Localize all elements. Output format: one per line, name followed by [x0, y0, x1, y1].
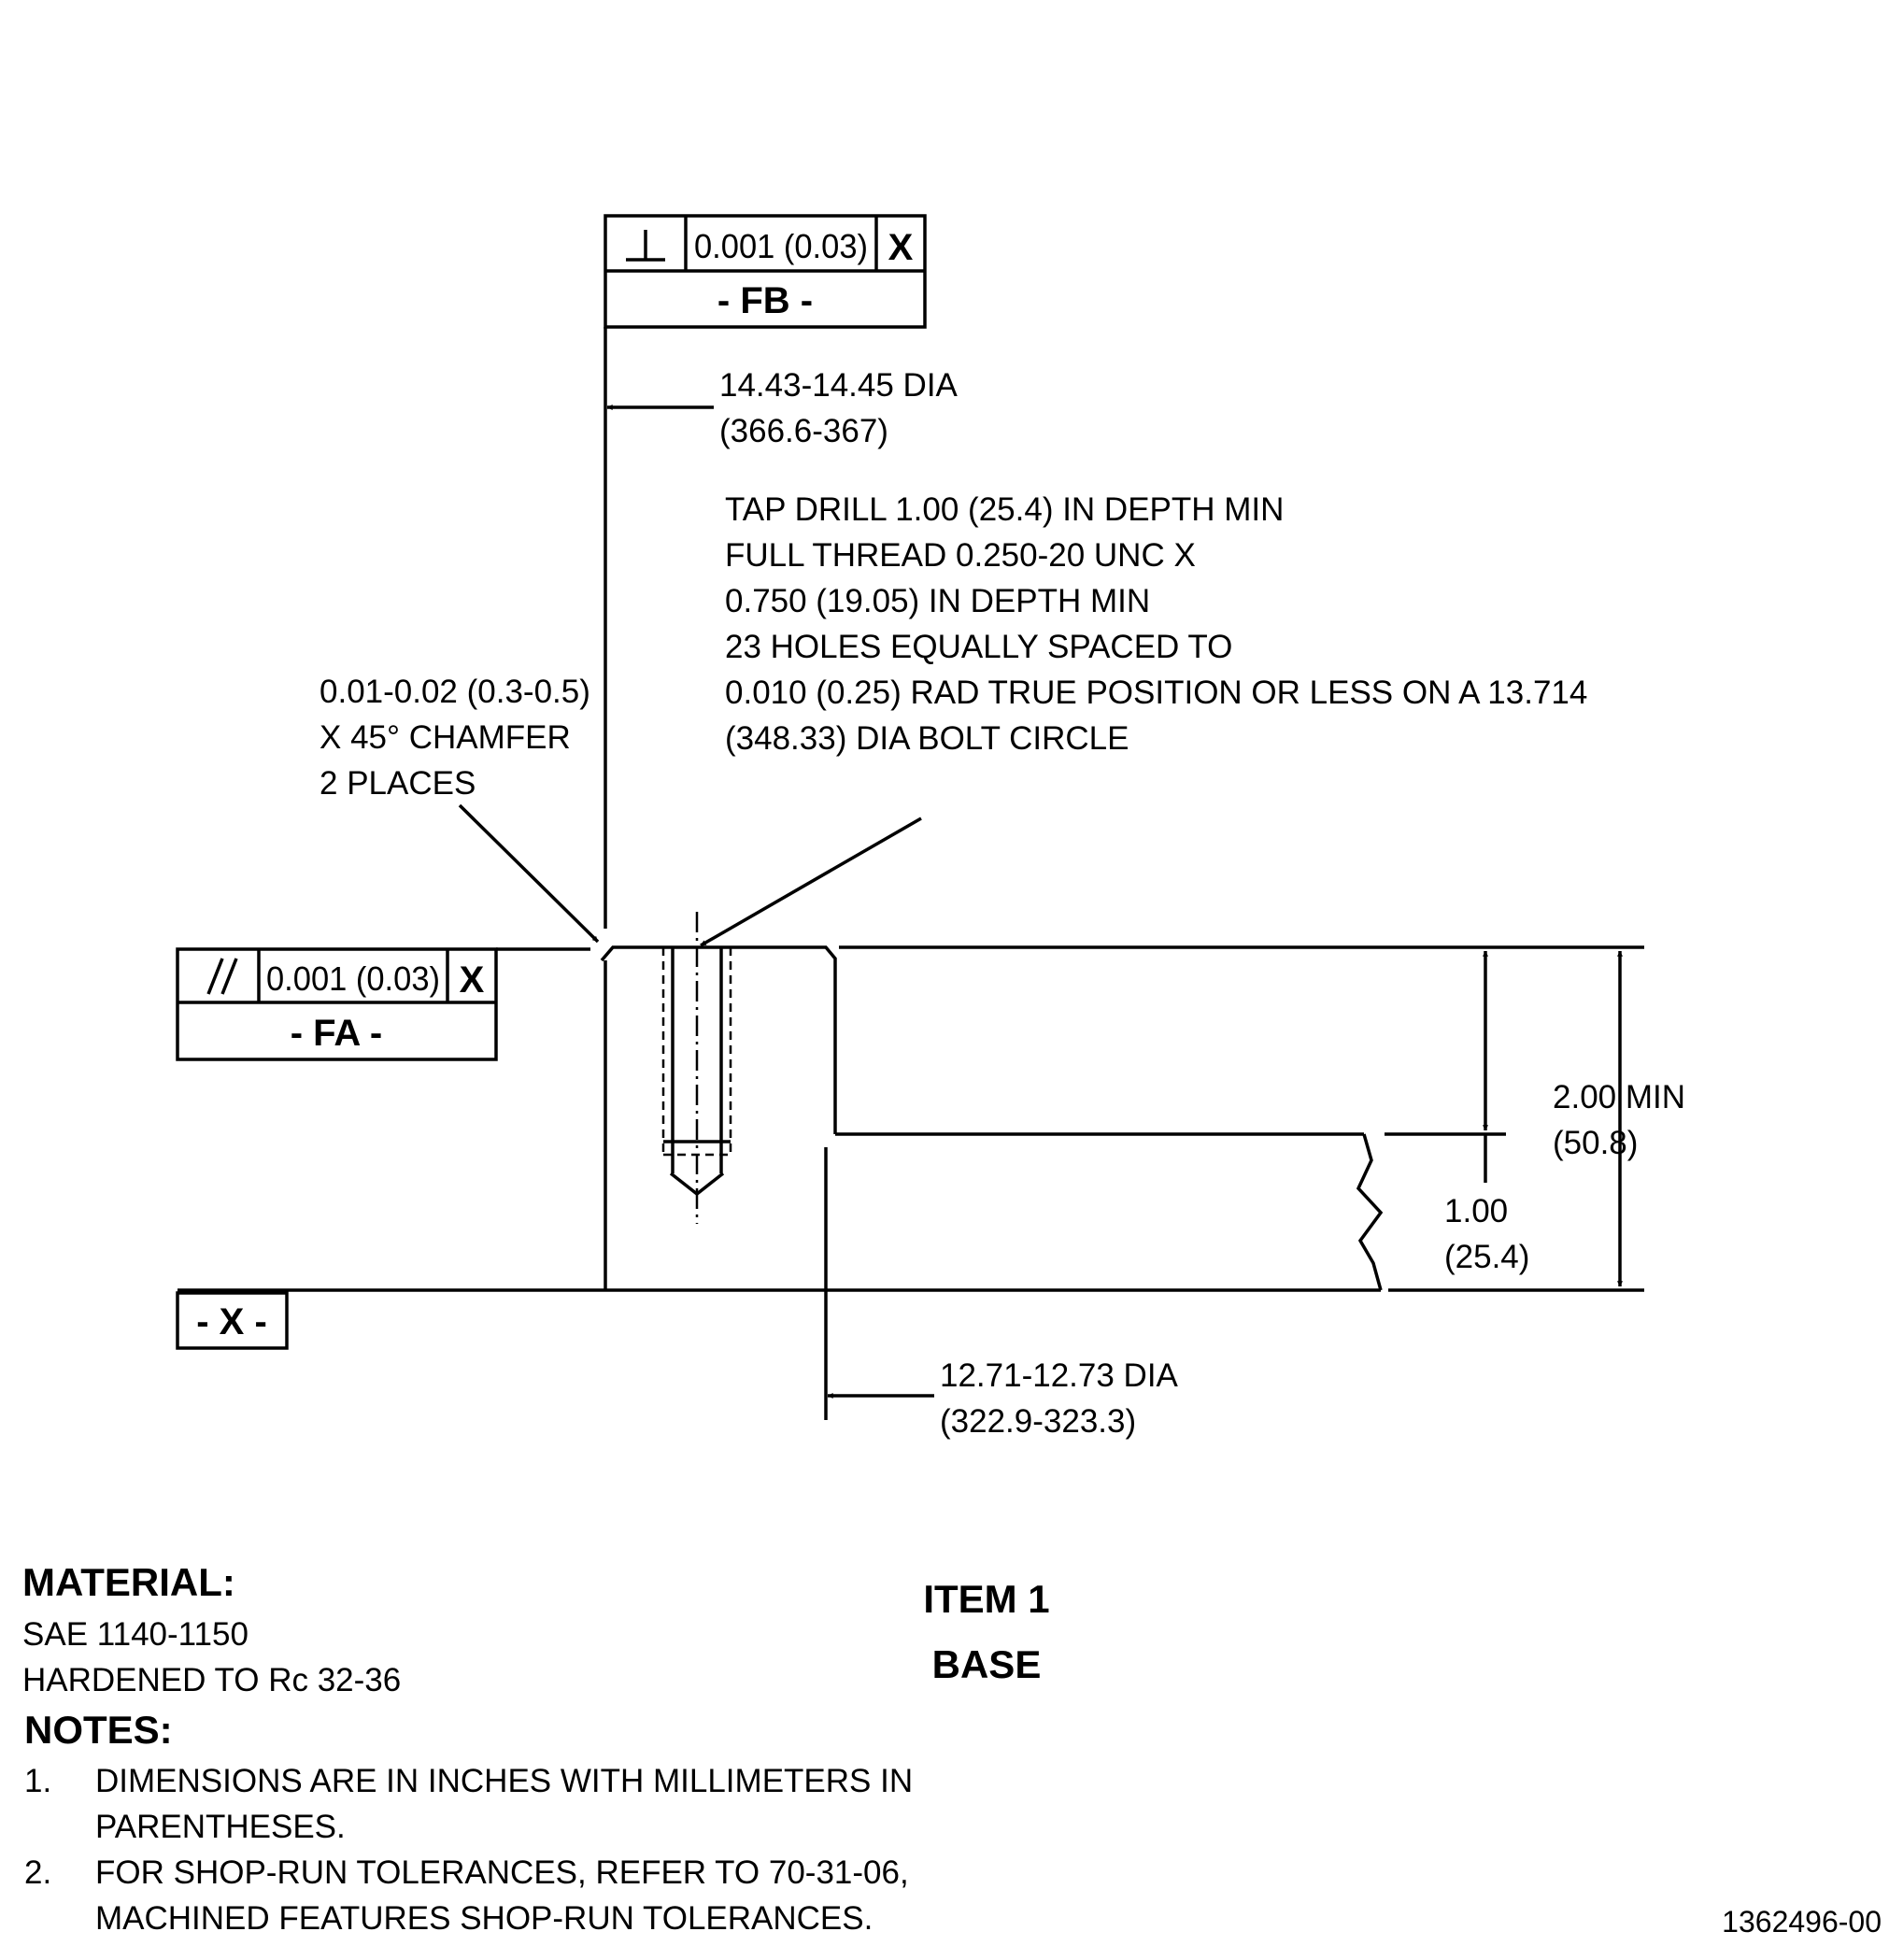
tap-drill-note: TAP DRILL 1.00 (25.4) IN DEPTH MIN FULL …: [725, 491, 1587, 757]
outer-dia-line-1: 14.43-14.45 DIA: [719, 367, 959, 404]
item-label: ITEM 1 BASE: [923, 1577, 1049, 1686]
datum-fb-label: - FB -: [717, 280, 813, 321]
material-block: MATERIAL: SAE 1140-1150 HARDENED TO Rc 3…: [22, 1560, 401, 1698]
note-line: FOR SHOP-RUN TOLERANCES, REFER TO 70-31-…: [95, 1854, 909, 1891]
note-number: 1.: [24, 1763, 51, 1799]
drawing-number: 1362496-00: [1722, 1905, 1882, 1939]
svg-text:0.010 (0.25) RAD TRUE POSITION: 0.010 (0.25) RAD TRUE POSITION OR LESS O…: [725, 675, 1587, 711]
fcf-fa-tolerance: 0.001 (0.03): [266, 959, 440, 998]
notes-block: NOTES: 1. DIMENSIONS ARE IN INCHES WITH …: [24, 1708, 913, 1937]
tap-drill-leader: [700, 817, 922, 947]
note-line: PARENTHESES.: [95, 1809, 346, 1845]
step-height-line-2: (25.4): [1444, 1239, 1529, 1275]
material-heading: MATERIAL:: [22, 1560, 235, 1604]
total-height-line-1: 2.00 MIN: [1553, 1079, 1685, 1115]
parallelism-symbol-icon: [206, 958, 238, 995]
item-name: BASE: [932, 1642, 1042, 1686]
fcf-fb-datum-ref: X: [888, 227, 914, 268]
inner-dia-line-2: (322.9-323.3): [940, 1403, 1136, 1440]
chamfer-note: 0.01-0.02 (0.3-0.5) X 45° CHAMFER 2 PLAC…: [320, 674, 590, 802]
outer-dia-line-2: (366.6-367): [719, 413, 888, 449]
step-height-line-1: 1.00: [1444, 1193, 1508, 1229]
svg-text:23 HOLES EQUALLY SPACED TO: 23 HOLES EQUALLY SPACED TO: [725, 629, 1232, 665]
break-line: [1356, 1133, 1384, 1291]
material-line: SAE 1140-1150: [22, 1616, 249, 1653]
notes-heading: NOTES:: [24, 1708, 173, 1752]
total-height-line-2: (50.8): [1553, 1125, 1638, 1161]
fcf-fa-datum-ref: X: [460, 959, 485, 1001]
svg-text:0.01-0.02 (0.3-0.5): 0.01-0.02 (0.3-0.5): [320, 674, 590, 710]
svg-text:0.750 (19.05) IN DEPTH MIN: 0.750 (19.05) IN DEPTH MIN: [725, 583, 1150, 619]
note-number: 2.: [24, 1854, 51, 1891]
part-section: [592, 945, 1644, 1420]
feature-control-frame-fb: 0.001 (0.03) X - FB -: [604, 214, 927, 329]
inner-dia-line-1: 12.71-12.73 DIA: [940, 1357, 1179, 1394]
datum-x-frame: - X -: [176, 1291, 289, 1350]
svg-text:2 PLACES: 2 PLACES: [320, 765, 476, 802]
item-number: ITEM 1: [923, 1577, 1049, 1621]
perpendicularity-symbol-icon: [626, 230, 665, 262]
svg-text:FULL THREAD 0.250-20 UNC X: FULL THREAD 0.250-20 UNC X: [725, 537, 1196, 574]
tapped-hole: [661, 912, 732, 1224]
fcf-fb-tolerance: 0.001 (0.03): [694, 227, 868, 265]
svg-text:(348.33) DIA BOLT CIRCLE: (348.33) DIA BOLT CIRCLE: [725, 720, 1129, 757]
svg-text:TAP DRILL 1.00 (25.4) IN DEPTH: TAP DRILL 1.00 (25.4) IN DEPTH MIN: [725, 491, 1284, 528]
svg-text:X 45° CHAMFER: X 45° CHAMFER: [320, 719, 571, 756]
material-line: HARDENED TO Rc 32-36: [22, 1662, 401, 1698]
note-line: MACHINED FEATURES SHOP-RUN TOLERANCES.: [95, 1900, 873, 1937]
feature-control-frame-fa: 0.001 (0.03) X - FA -: [176, 947, 498, 1061]
datum-fa-label: - FA -: [291, 1013, 383, 1054]
chamfer-leader: [458, 803, 600, 944]
datum-x-label: - X -: [196, 1301, 267, 1342]
note-line: DIMENSIONS ARE IN INCHES WITH MILLIMETER…: [95, 1763, 913, 1799]
